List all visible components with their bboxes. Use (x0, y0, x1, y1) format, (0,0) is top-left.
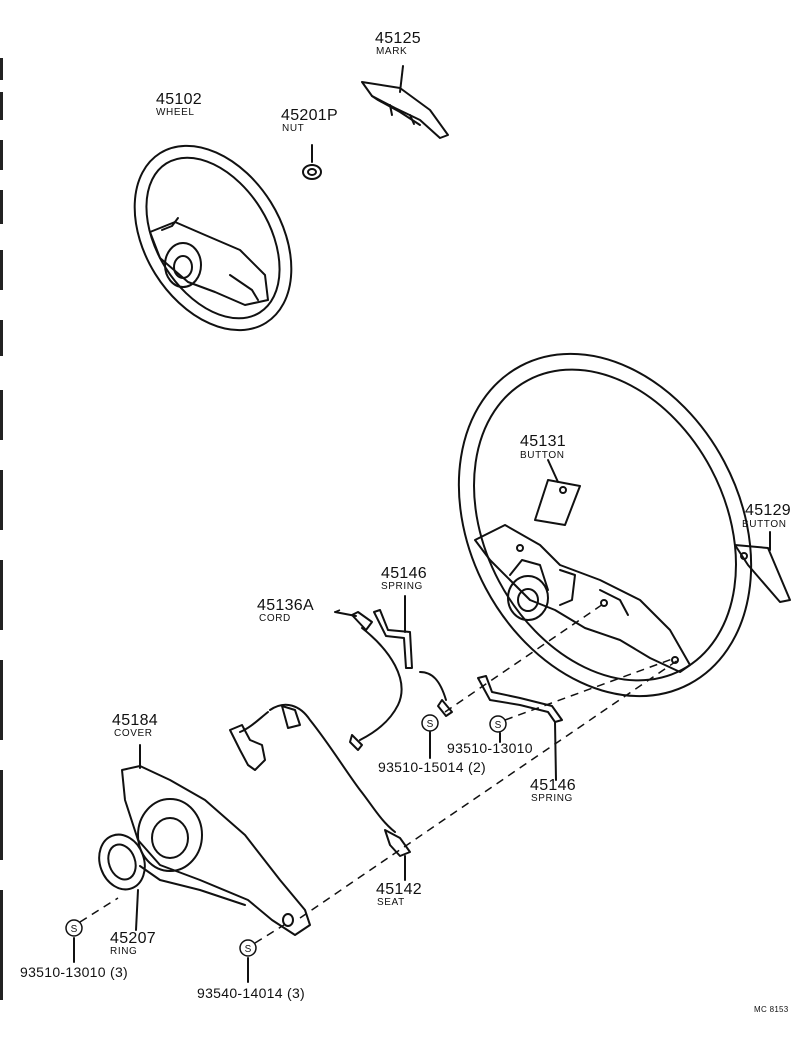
part-name-seat: SEAT (377, 897, 405, 908)
part-name-mark: MARK (376, 46, 408, 57)
screw-symbols: S S S S (65, 714, 507, 957)
wheel-drawing (133, 144, 293, 332)
edge-mark (0, 770, 3, 860)
part-number-spring-a: 45146 (381, 565, 427, 582)
part-name-button-a: BUTTON (520, 450, 565, 461)
screw-code-s3: 93510-13010 (3) (20, 964, 129, 980)
part-number-button-b: 45129 (745, 502, 791, 519)
screw-symbol-s3: S (65, 919, 83, 937)
svg-text:S: S (245, 944, 252, 955)
part-number-nut: 45201P (281, 107, 338, 124)
svg-text:S: S (71, 924, 78, 935)
seat-drawing (229, 703, 411, 881)
part-name-button-b: BUTTON (742, 519, 787, 530)
part-number-spring-b: 45146 (530, 777, 576, 794)
screw-symbol-s4: S (239, 939, 257, 957)
part-name-nut: NUT (282, 123, 305, 134)
part-name-cord: CORD (259, 613, 291, 624)
part-name-ring: RING (110, 946, 138, 957)
nut-drawing (302, 144, 322, 180)
part-name-wheel: WHEEL (156, 107, 195, 118)
screw-code-s2: 93510-15014 (2) (378, 759, 487, 775)
edge-mark (0, 470, 3, 530)
edge-mark (0, 660, 3, 740)
part-number-button-a: 45131 (520, 433, 566, 450)
part-number-cover: 45184 (112, 712, 158, 729)
part-number-cord: 45136A (257, 597, 314, 614)
cover-drawing (121, 744, 311, 936)
figure-code: MC 8153 (754, 1005, 789, 1014)
part-number-wheel: 45102 (156, 91, 202, 108)
part-name-spring-a: SPRING (381, 581, 423, 592)
edge-mark (0, 390, 3, 440)
part-number-ring: 45207 (110, 930, 156, 947)
assembly-lines (79, 601, 679, 944)
screw-symbol-s1: S (489, 715, 507, 733)
edge-mark (0, 140, 3, 170)
spring-b-drawing (477, 675, 563, 781)
part-number-mark: 45125 (375, 30, 421, 47)
svg-text:S: S (495, 720, 502, 731)
svg-text:S: S (427, 719, 434, 730)
screw-code-s4: 93540-14014 (3) (197, 985, 306, 1001)
part-name-spring-b: SPRING (531, 793, 573, 804)
spring-a-drawing (373, 595, 413, 669)
button-a-drawing (534, 459, 581, 526)
ring-drawing (98, 833, 146, 931)
edge-mark (0, 560, 3, 630)
large-wheel-drawing (457, 352, 753, 698)
edge-mark (0, 92, 3, 120)
edge-mark (0, 250, 3, 290)
screw-symbol-s2: S (421, 714, 439, 732)
button-b-drawing (734, 531, 791, 603)
cord-drawing (334, 611, 453, 751)
mark-drawing (361, 65, 449, 139)
part-number-seat: 45142 (376, 881, 422, 898)
part-name-cover: COVER (114, 728, 153, 739)
edge-mark (0, 320, 3, 356)
edge-mark (0, 890, 3, 1000)
edge-mark (0, 58, 3, 80)
edge-mark (0, 190, 3, 224)
screw-code-s1: 93510-13010 (447, 740, 533, 756)
